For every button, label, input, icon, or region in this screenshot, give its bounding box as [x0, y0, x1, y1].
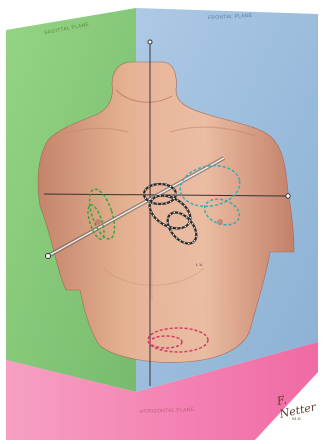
axis-left-terminal [46, 254, 51, 259]
artist-signature-sub: M.D. [292, 416, 302, 421]
axis-right-terminal [286, 194, 290, 198]
vector-label: L.V. [196, 262, 203, 267]
axis-top-terminal [148, 40, 152, 44]
